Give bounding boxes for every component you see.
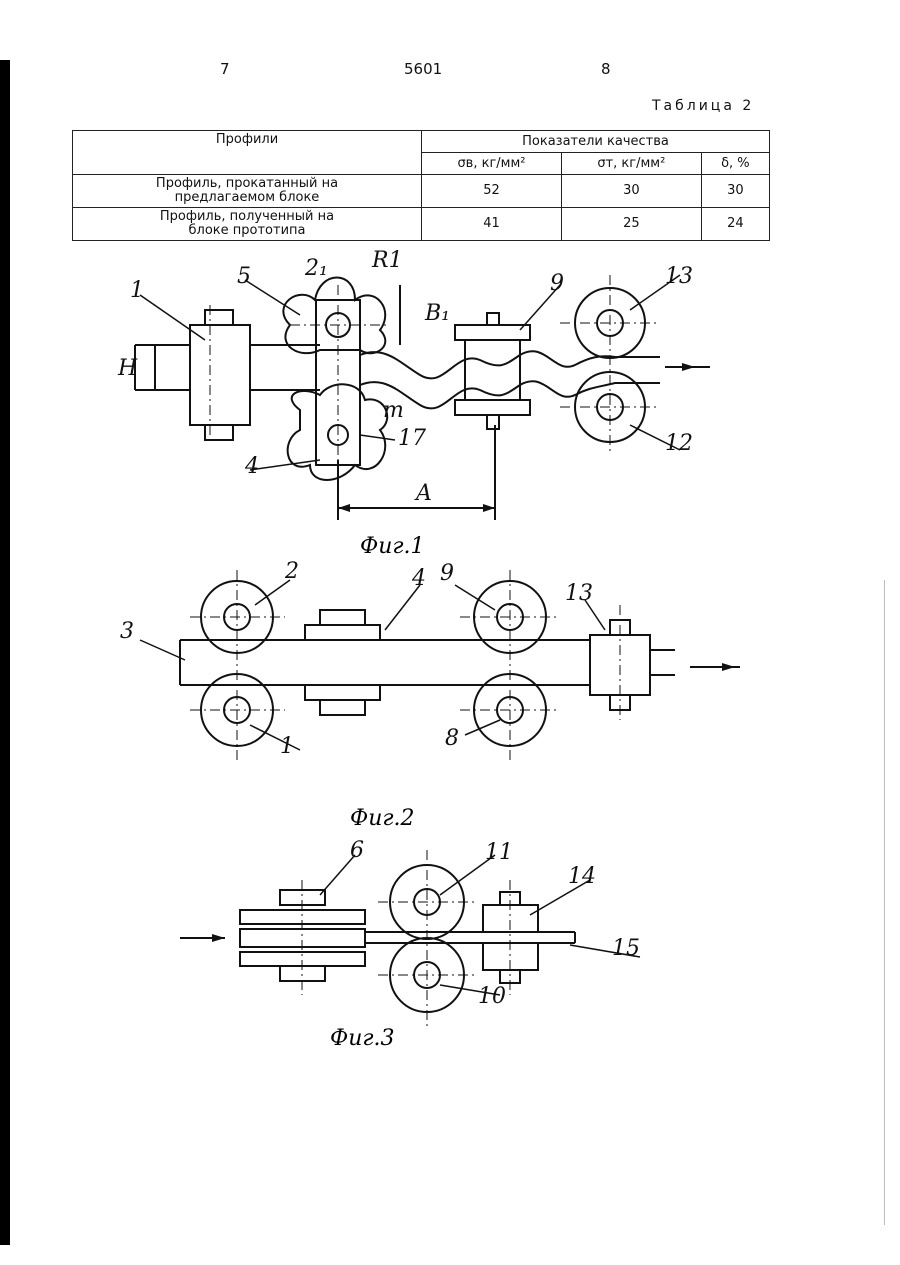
table-cell: 41 (422, 208, 562, 241)
fig2-label: 3 (120, 619, 134, 644)
figure-3-caption: Фиг.3 (330, 1026, 395, 1051)
fig3-label: 11 (485, 840, 513, 865)
fig1-label: 17 (398, 426, 426, 451)
fig1-label: 5 (237, 264, 251, 289)
figure-1-caption: Фиг.1 (360, 534, 425, 559)
row-label-line: блоке прототипа (77, 224, 417, 238)
figure-2-caption: Фиг.2 (350, 806, 415, 831)
fig2-label: 1 (280, 734, 294, 759)
fig1-label: B₁ (424, 301, 450, 326)
table-cell: 24 (701, 208, 769, 241)
sub-header: δ, % (701, 153, 769, 175)
table-row: Профиль, прокатанный на предлагаемом бло… (73, 175, 770, 208)
page-number-right: 8 (601, 60, 611, 78)
fig3-label: 10 (478, 984, 506, 1009)
fig1-label: 4 (244, 454, 259, 479)
row-label: Профиль, прокатанный на предлагаемом бло… (73, 175, 422, 208)
table-cell: 30 (701, 175, 769, 208)
patent-number: 5601 (404, 60, 442, 78)
figure-2: 2 9 13 3 4 1 8 Фиг.2 (0, 560, 900, 840)
fig1-label: 1 (130, 278, 144, 303)
row-label-line: Профиль, прокатанный на (77, 177, 417, 191)
fig1-label: H (117, 356, 138, 381)
fig1-label: 9 (550, 271, 564, 296)
figure-1: 1 5 2₁ R1 B₁ 9 13 H m 17 12 4 A Фиг.1 (0, 245, 900, 565)
fig3-label: 14 (568, 864, 596, 889)
row-label-line: предлагаемом блоке (77, 191, 417, 205)
fig2-label: 4 (411, 566, 426, 591)
page-number-left: 7 (220, 60, 230, 78)
sub-header: σт, кг/мм² (561, 153, 701, 175)
quality-table: Профили Показатели качества σв, кг/мм² σ… (72, 130, 770, 241)
col-header-profiles: Профили (73, 131, 422, 175)
fig1-label: 13 (665, 264, 693, 289)
table-cell: 52 (422, 175, 562, 208)
fig3-label: 15 (612, 936, 640, 961)
fig2-label: 13 (565, 581, 593, 606)
col-header-quality: Показатели качества (422, 131, 770, 153)
fig2-label: 9 (440, 561, 454, 586)
table-cell: 25 (561, 208, 701, 241)
sub-header: σв, кг/мм² (422, 153, 562, 175)
figure-3: 6 11 14 15 10 Фиг.3 (0, 835, 900, 1065)
table-row: Профиль, полученный на блоке прототипа 4… (73, 208, 770, 241)
fig1-label: A (414, 481, 432, 506)
table-cell: 30 (561, 175, 701, 208)
fig2-label: 8 (445, 726, 459, 751)
row-label: Профиль, полученный на блоке прототипа (73, 208, 422, 241)
fig2-label: 2 (284, 560, 299, 584)
fig1-label: 12 (665, 431, 693, 456)
fig1-label: R1 (371, 248, 403, 273)
row-label-line: Профиль, полученный на (77, 210, 417, 224)
fig3-label: 6 (350, 838, 364, 863)
fig1-label: 2₁ (304, 256, 328, 281)
table-caption: Таблица 2 (652, 98, 754, 114)
fig1-label: m (383, 398, 404, 423)
